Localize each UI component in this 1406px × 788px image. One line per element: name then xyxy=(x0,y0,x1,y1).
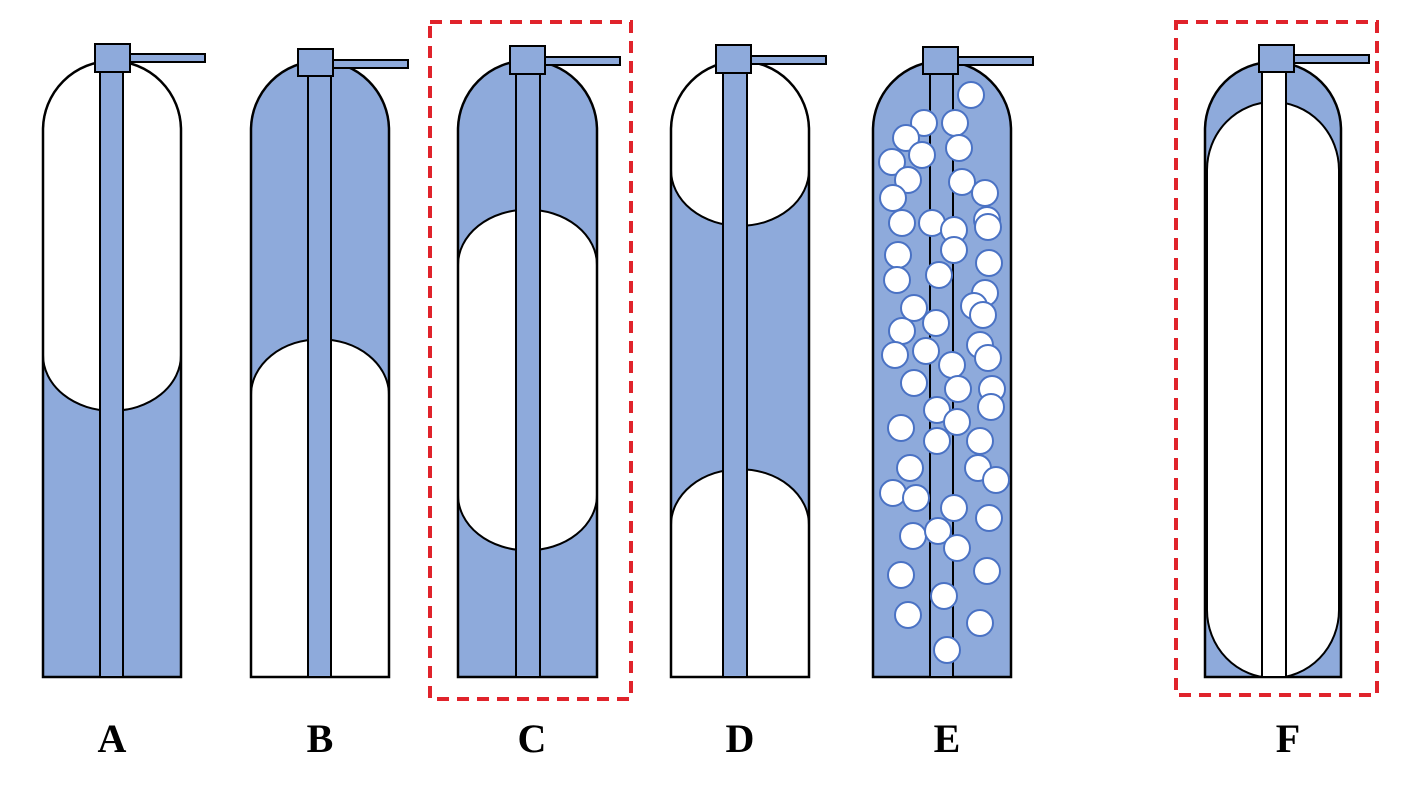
panel-label-d: D xyxy=(726,716,755,761)
panel-f: F xyxy=(1174,20,1379,761)
gas-bubble xyxy=(892,124,920,152)
gas-bubble xyxy=(977,393,1005,421)
gas-bubble xyxy=(966,427,994,455)
tank-a xyxy=(41,43,206,679)
panel-e: E xyxy=(871,46,1034,761)
gas-bubble xyxy=(957,81,985,109)
dip-tube xyxy=(722,70,748,678)
gas-bubble xyxy=(933,636,961,664)
gas-bubble xyxy=(881,341,909,369)
gas-bubble xyxy=(969,301,997,329)
gas-bubble xyxy=(884,241,912,269)
gas-bubble xyxy=(878,148,906,176)
gas-bubble xyxy=(940,236,968,264)
gas-bubble xyxy=(966,609,994,637)
panel-d: D xyxy=(669,44,827,761)
valve-body xyxy=(1258,44,1295,73)
valve-outlet xyxy=(957,56,1034,66)
valve-outlet xyxy=(129,53,206,63)
valve-body xyxy=(922,46,959,75)
gas-bubble xyxy=(924,517,952,545)
gas-bubble xyxy=(879,479,907,507)
panel-label-a: A xyxy=(98,716,127,761)
highlight-box-f xyxy=(1174,20,1379,697)
gas-bubble xyxy=(888,209,916,237)
valve-outlet xyxy=(1293,54,1370,64)
gas-bubble xyxy=(940,494,968,522)
gas-bubble xyxy=(973,557,1001,585)
gas-bubble xyxy=(894,601,922,629)
gas-bubble xyxy=(975,504,1003,532)
tank-e xyxy=(871,46,1034,679)
gas-bubble xyxy=(943,534,971,562)
highlight-box-c xyxy=(428,20,633,701)
gas-bubble xyxy=(948,168,976,196)
gas-bubble xyxy=(899,522,927,550)
gas-bubble xyxy=(888,317,916,345)
tank-b xyxy=(249,48,409,679)
gas-bubble xyxy=(887,414,915,442)
panel-c: C xyxy=(428,20,633,761)
gas-bubble xyxy=(982,466,1010,494)
gas-bubble xyxy=(902,484,930,512)
dip-tube xyxy=(515,71,541,678)
gas-bubble xyxy=(908,141,936,169)
gas-bubble xyxy=(941,109,969,137)
gas-bubble xyxy=(930,582,958,610)
gas-bubble xyxy=(974,213,1002,241)
gas-bubble xyxy=(900,294,928,322)
panel-label-b: B xyxy=(307,716,334,761)
panel-label-f: F xyxy=(1276,716,1300,761)
dip-tube xyxy=(307,73,332,678)
panel-label-c: C xyxy=(518,716,547,761)
gas-bubble xyxy=(912,337,940,365)
gas-bubble xyxy=(922,309,950,337)
dip-tube xyxy=(99,69,124,678)
gas-bubble xyxy=(879,184,907,212)
gas-bubble xyxy=(883,266,911,294)
gas-bubble xyxy=(925,261,953,289)
panel-label-e: E xyxy=(934,716,961,761)
gas-bubble xyxy=(945,134,973,162)
valve-body xyxy=(297,48,334,77)
gas-bubble xyxy=(900,369,928,397)
valve-outlet xyxy=(750,55,827,65)
gas-bubble xyxy=(944,375,972,403)
valve-outlet xyxy=(544,56,621,66)
gas-bubble xyxy=(910,109,938,137)
gas-bubble xyxy=(923,427,951,455)
tank-f xyxy=(1203,44,1370,679)
gas-bubbles xyxy=(878,81,1010,664)
gas-bubble xyxy=(938,351,966,379)
valve-outlet xyxy=(332,59,409,69)
gas-bubble xyxy=(975,249,1003,277)
panel-b: B xyxy=(249,48,409,761)
valve-body xyxy=(509,45,546,75)
tank-c xyxy=(456,45,621,679)
gas-bubble xyxy=(896,454,924,482)
dip-tube xyxy=(1261,70,1287,678)
gas-bubble xyxy=(971,179,999,207)
valve-body xyxy=(94,43,131,73)
valve-body xyxy=(715,44,752,74)
gas-bubble xyxy=(943,408,971,436)
panel-a: A xyxy=(41,43,206,761)
gas-bubble xyxy=(974,344,1002,372)
gas-bubble xyxy=(887,561,915,589)
tank-d xyxy=(669,44,827,679)
gas-bubble xyxy=(894,166,922,194)
